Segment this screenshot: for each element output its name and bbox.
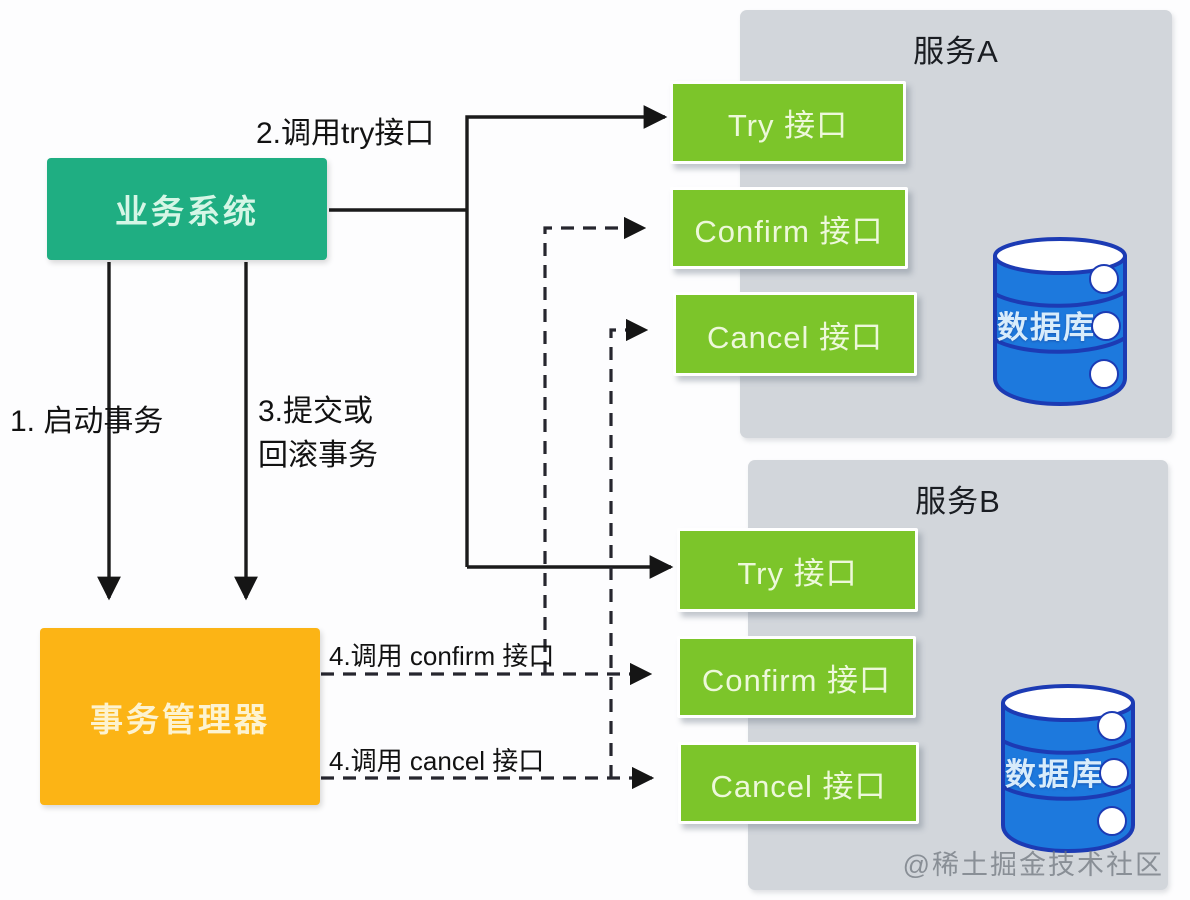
database-icon [1001, 684, 1135, 853]
transaction-manager-label: 事务管理器 [90, 700, 270, 738]
service-a-try-interface: Try 接口 [670, 81, 906, 164]
service-b-title: 服务B [915, 484, 1001, 519]
service-a-title: 服务A [913, 34, 999, 69]
service-a-database-label: 数据库 [997, 310, 1096, 346]
dashed-arrow-confirm-a [543, 216, 647, 674]
service-b-cancel-label: Cancel 接口 [710, 768, 887, 804]
solid-arrow-try-a [465, 105, 668, 567]
service-b-cancel-interface: Cancel 接口 [678, 742, 919, 824]
transaction-manager-box: 事务管理器 [40, 628, 320, 805]
service-a-try-label: Try 接口 [727, 108, 849, 143]
service-b-try-label: Try 接口 [737, 555, 858, 591]
step1-label: 1. 启动事务 [10, 405, 164, 438]
service-a-cancel-label: Cancel 接口 [706, 319, 884, 355]
service-a-confirm-label: Confirm 接口 [694, 213, 884, 249]
service-b-confirm-interface: Confirm 接口 [677, 636, 916, 718]
service-a-database: 数据库 [985, 226, 1135, 408]
service-a-confirm-interface: Confirm 接口 [670, 187, 908, 269]
step3-line2: 回滚事务 [258, 439, 378, 472]
business-system-label: 业务系统 [115, 193, 259, 230]
dashed-arrow-cancel-a [609, 318, 649, 778]
service-a-cancel-interface: Cancel 接口 [673, 292, 917, 376]
step3-line1: 3.提交或 [258, 395, 374, 428]
step4-cancel-label: 4.调用 cancel 接口 [329, 746, 545, 776]
step2-label: 2.调用try接口 [256, 117, 435, 150]
service-b-try-interface: Try 接口 [677, 528, 918, 612]
business-system-box: 业务系统 [47, 158, 327, 260]
service-b-confirm-label: Confirm 接口 [701, 662, 892, 698]
service-b-database-label: 数据库 [1005, 757, 1104, 793]
step3-label: 3.提交或 回滚事务 [258, 390, 378, 478]
database-icon [993, 237, 1127, 406]
service-b-database: 数据库 [993, 673, 1143, 855]
watermark: @稀土掘金技术社区 [902, 850, 1164, 880]
step4-confirm-label: 4.调用 confirm 接口 [329, 641, 555, 671]
